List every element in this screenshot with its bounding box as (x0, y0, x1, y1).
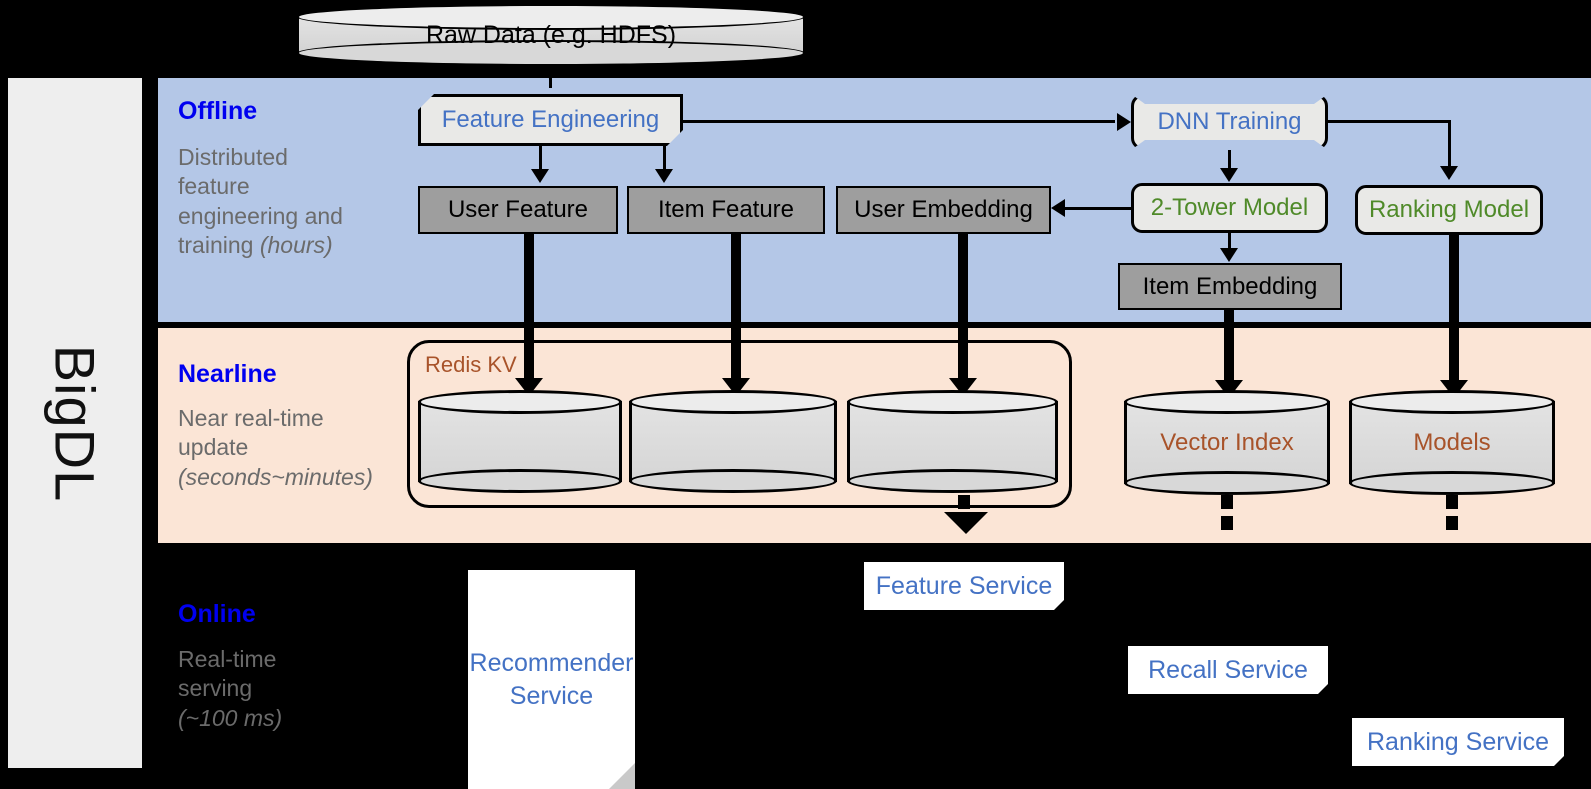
arrowhead-redis-to-featureservice (944, 512, 988, 534)
recommender-service-node[interactable]: Recommender Service (468, 570, 635, 789)
ranking-model-label: Ranking Model (1368, 196, 1530, 223)
stage-title-offline: Offline (178, 97, 258, 125)
dash-models-1 (1446, 495, 1458, 509)
arrowhead-dnn-to-ranking (1440, 166, 1458, 180)
cylinder-bottom (297, 40, 805, 66)
cylinder-bottom (1124, 471, 1330, 495)
cylinder-bottom (1349, 471, 1555, 495)
bigdl-text: BigDL (43, 344, 107, 502)
models-label: Models (1413, 428, 1491, 456)
connector-twotower-to-itememb (1228, 233, 1231, 251)
ranking-service-node[interactable]: Ranking Service (1352, 718, 1564, 766)
redis-store-item-feature[interactable] (629, 390, 837, 493)
online-desc-line2: serving (178, 675, 253, 702)
cylinder-bottom (629, 469, 837, 493)
user-feature-label: User Feature (447, 196, 589, 223)
redis-store-user-feature[interactable] (418, 390, 622, 493)
dash-redis-to-featureservice (958, 495, 970, 509)
connector-rankingmodel-to-models (1449, 235, 1459, 384)
feature-engineering-node[interactable]: Feature Engineering (418, 94, 683, 146)
feature-service-label: Feature Service (875, 571, 1053, 600)
two-tower-model-node[interactable]: 2-Tower Model (1131, 183, 1328, 233)
connector-userembedding-to-store (958, 234, 968, 382)
recommender-service-line1: Recommender (469, 649, 634, 677)
bigdl-platform-label: BigDL (8, 78, 142, 768)
feature-service-node[interactable]: Feature Service (864, 562, 1064, 610)
arrowhead-rawdata-to-fe (541, 66, 559, 80)
arrowhead-fe-to-userfeature (531, 169, 549, 183)
user-embedding-node[interactable]: User Embedding (836, 186, 1051, 234)
nearline-desc-line2: update (178, 434, 249, 461)
recall-service-node[interactable]: Recall Service (1128, 646, 1328, 694)
stage-desc-online: Real-time serving (~100 ms) (178, 645, 353, 733)
raw-data-label: Raw Data (e.g. HDFS) (425, 20, 677, 49)
arrowhead-dnn-to-twotower (1220, 168, 1238, 182)
redis-store-user-embedding[interactable] (847, 390, 1058, 493)
arrowhead-twotower-to-itememb (1220, 248, 1238, 262)
recommender-service-line2: Service (509, 681, 594, 710)
ranking-service-label: Ranking Service (1366, 727, 1550, 756)
cylinder-top (629, 390, 837, 414)
nearline-desc-emphasis: (seconds~minutes) (178, 463, 373, 490)
connector-userfeature-to-store (524, 234, 534, 382)
connector-dnn-to-ranking-v (1448, 120, 1451, 168)
arrowhead-twotower-to-userembedding (1051, 199, 1065, 217)
connector-dnn-to-ranking-h (1328, 120, 1451, 123)
offline-desc-line1: Distributed (178, 144, 288, 170)
stage-desc-offline: Distributed feature engineering and trai… (178, 143, 353, 261)
cylinder-top (847, 390, 1058, 414)
offline-desc-line2: feature (178, 173, 250, 200)
dnn-training-label: DNN Training (1157, 108, 1302, 135)
stage-title-online: Online (178, 600, 256, 628)
connector-itememb-to-vectorindex (1224, 310, 1234, 384)
item-feature-label: Item Feature (657, 196, 795, 223)
stage-title-nearline: Nearline (178, 360, 277, 388)
item-feature-node[interactable]: Item Feature (627, 186, 825, 234)
cylinder-bottom (847, 469, 1058, 493)
item-embedding-node[interactable]: Item Embedding (1118, 263, 1342, 310)
feature-engineering-label: Feature Engineering (441, 106, 660, 133)
arrowhead-fe-to-itemfeature (655, 169, 673, 183)
item-embedding-label: Item Embedding (1142, 272, 1318, 300)
bigdl-rail (8, 78, 142, 768)
connector-itemfeature-to-store (731, 234, 741, 382)
cylinder-bottom (418, 469, 622, 493)
stage-desc-nearline: Near real-time update (seconds~minutes) (178, 404, 408, 492)
connector-fe-to-dnn (683, 120, 1115, 123)
offline-desc-line3: engineering and (178, 202, 343, 229)
online-desc-emphasis: (~100 ms) (178, 704, 283, 731)
offline-desc-emphasis: (hours) (259, 232, 333, 259)
cylinder-top (297, 4, 805, 30)
offline-desc-line4: training (hours) (178, 232, 333, 259)
dash-models-2 (1446, 516, 1458, 530)
cylinder-top (1124, 390, 1330, 414)
connector-twotower-to-userembedding (1065, 207, 1133, 210)
cylinder-top (1349, 390, 1555, 414)
connector-fe-to-itemfeature (663, 146, 666, 172)
user-embedding-label: User Embedding (854, 196, 1033, 223)
ranking-model-node[interactable]: Ranking Model (1355, 185, 1543, 235)
arrowhead-fe-to-dnn (1117, 113, 1131, 131)
dash-vectorindex-2 (1221, 516, 1233, 530)
vector-index-store[interactable]: Vector Index (1124, 390, 1330, 495)
raw-data-store[interactable]: Raw Data (e.g. HDFS) (297, 4, 805, 66)
connector-dnn-to-twotower (1228, 150, 1231, 170)
dash-vectorindex-1 (1221, 495, 1233, 509)
recall-service-label: Recall Service (1148, 655, 1308, 684)
online-desc-line1: Real-time (178, 646, 277, 672)
recommender-service-text: Recommender Service (470, 647, 634, 712)
cylinder-top (418, 390, 622, 414)
vector-index-label: Vector Index (1160, 428, 1294, 456)
two-tower-model-label: 2-Tower Model (1150, 194, 1309, 221)
models-store[interactable]: Models (1349, 390, 1555, 495)
connector-fe-to-userfeature (539, 146, 542, 172)
nearline-desc-line1: Near real-time (178, 405, 324, 431)
user-feature-node[interactable]: User Feature (418, 186, 618, 234)
redis-kv-label: Redis KV (425, 352, 517, 377)
